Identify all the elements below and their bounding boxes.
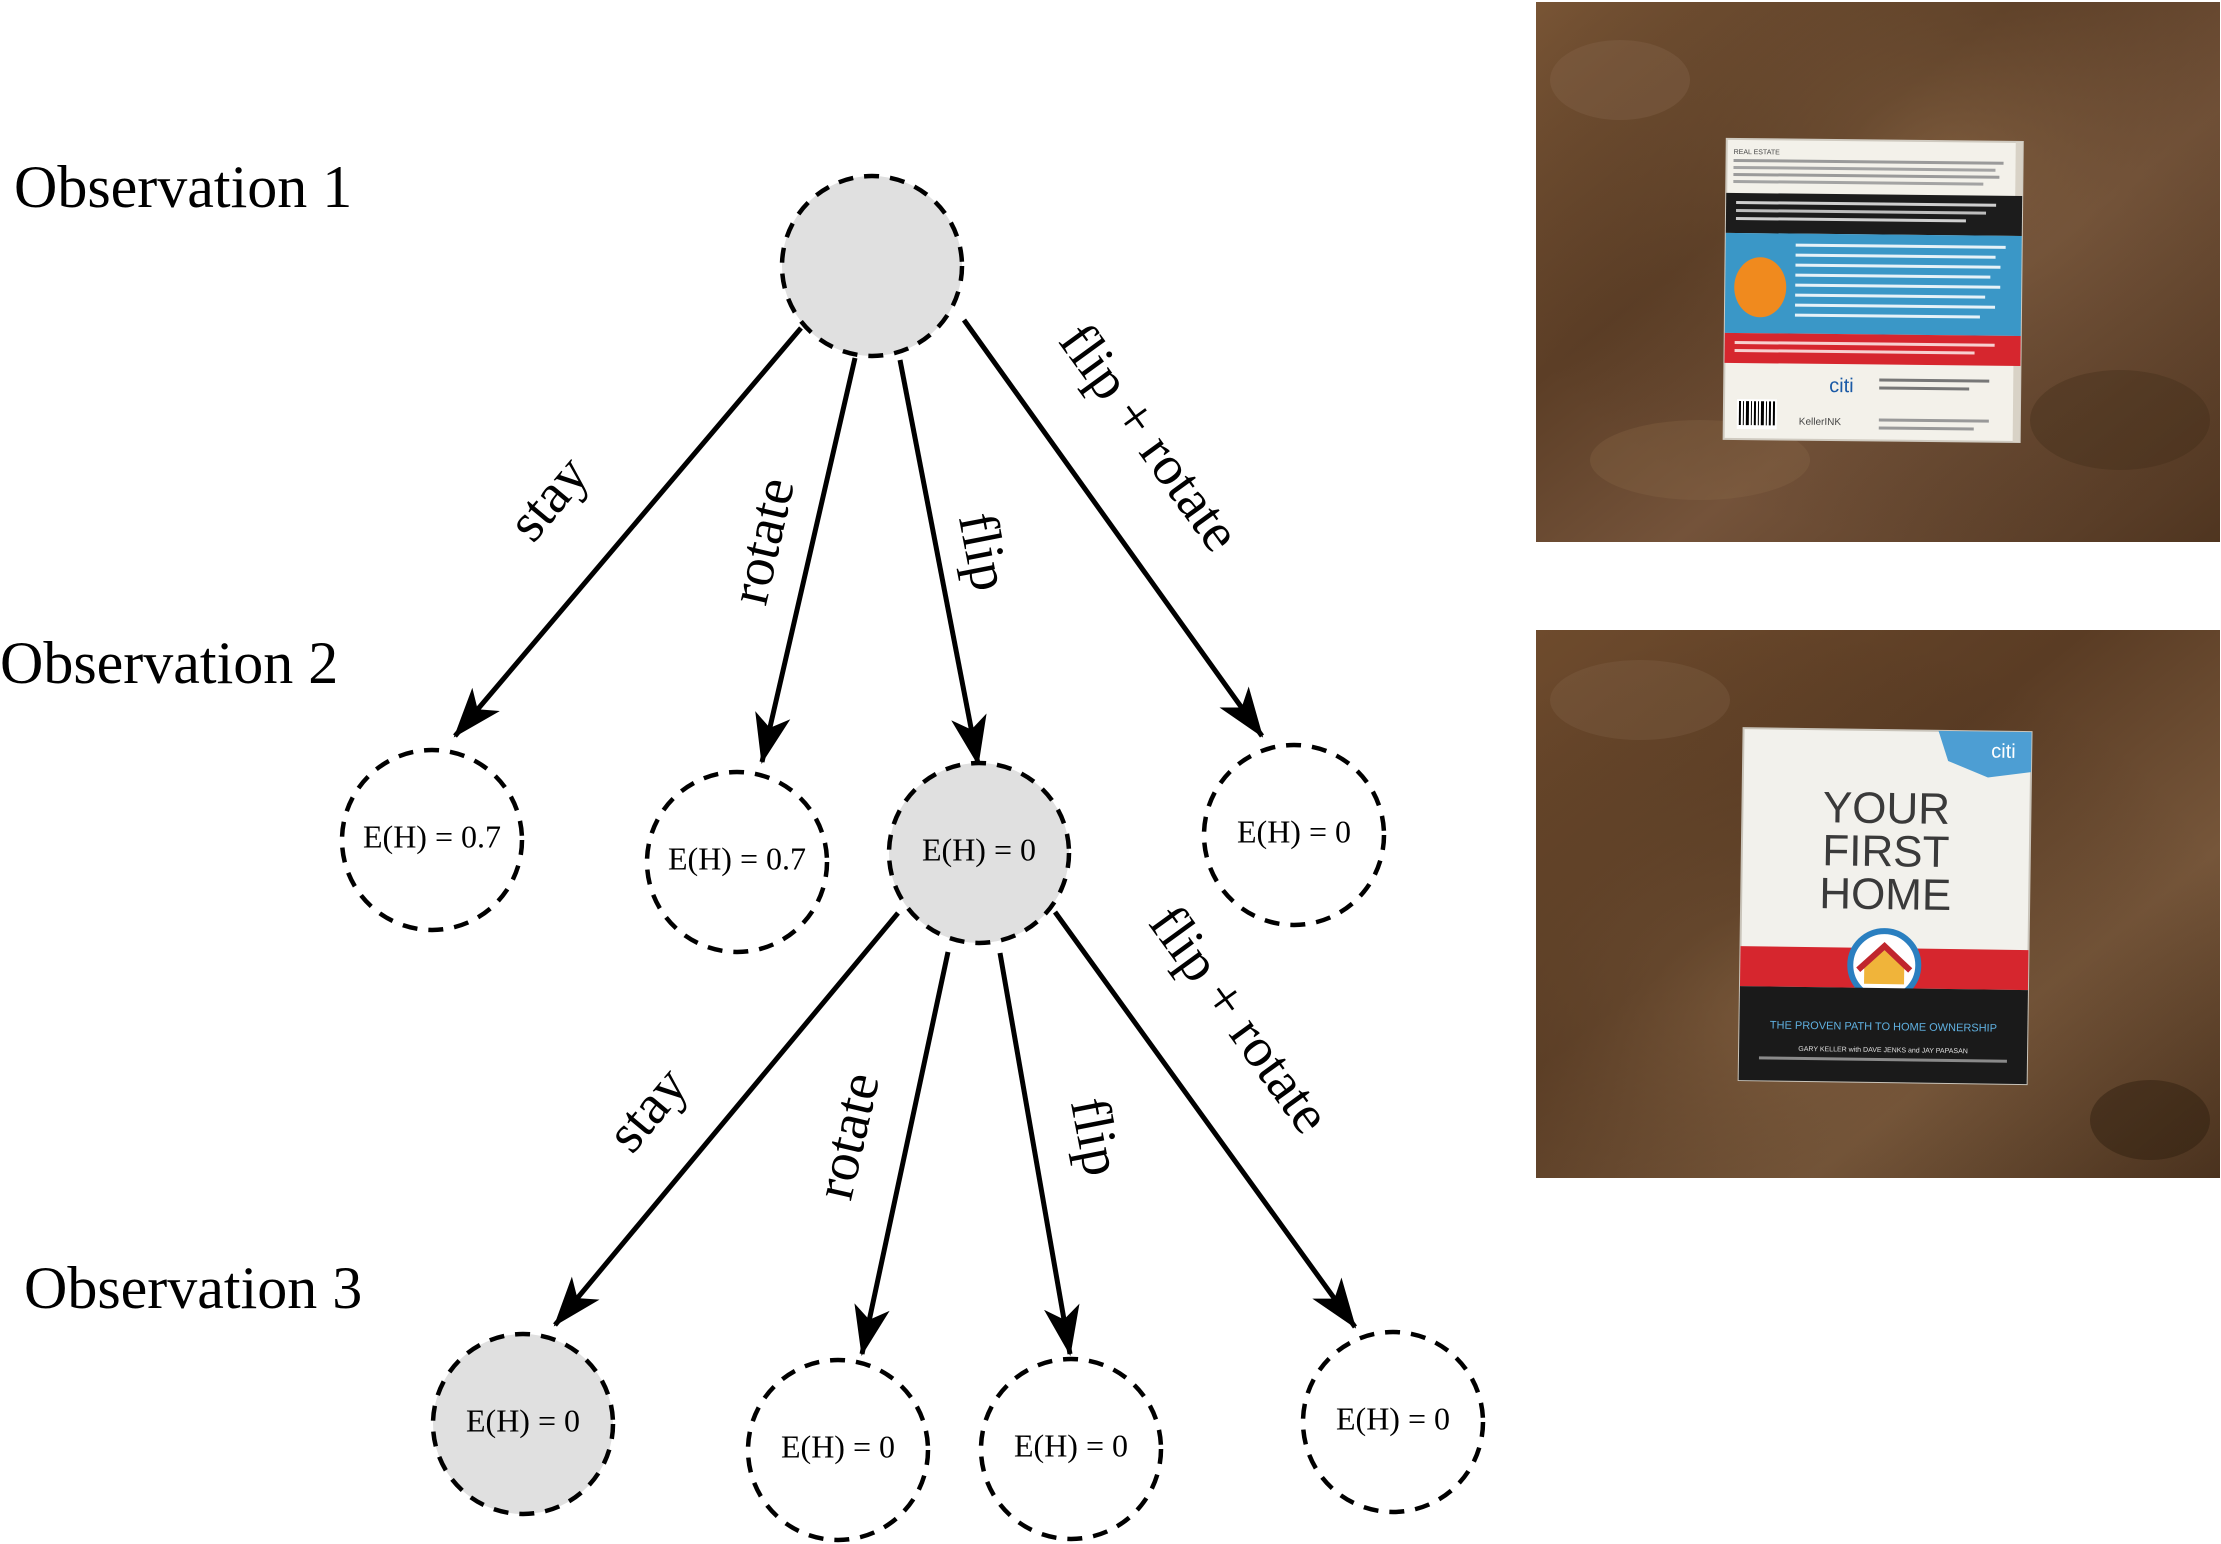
node-entropy-label: E(H) = 0	[781, 1428, 895, 1464]
edge-flip-stay	[553, 911, 900, 1327]
tree-node-l3-flip-rotate	[1300, 1329, 1486, 1515]
edge-label-rotate: rotate	[803, 1067, 892, 1205]
edge-label-stay: stay	[495, 444, 600, 553]
front-cover-title-line: FIRST	[1822, 826, 1950, 877]
tree-node-l2-flip-rotate	[1201, 742, 1387, 928]
front-cover-title-line: YOUR	[1823, 783, 1951, 834]
edge-label-stay: stay	[594, 1055, 699, 1164]
edge-flip-flip-rotate	[1052, 910, 1358, 1329]
back-cover-publisher: KellerINK	[1799, 417, 1842, 428]
level-label-observation-1: Observation 1	[14, 154, 352, 220]
tree-node-l2-stay	[339, 747, 525, 933]
back-cover-section-label: REAL ESTATE	[1734, 149, 1781, 156]
edge-root-flip	[897, 359, 987, 766]
edge-flip-rotate	[854, 951, 951, 1356]
front-cover-brand: citi	[1991, 741, 2016, 763]
barcode-icon	[1736, 399, 1778, 430]
edge-flip-flip	[997, 952, 1080, 1356]
node-entropy-label: E(H) = 0	[466, 1402, 580, 1438]
edge-label-flip: flip	[946, 507, 1022, 595]
node-entropy-label: E(H) = 0.7	[363, 818, 501, 854]
front-cover-authors: GARY KELLER with DAVE JENKS and JAY PAPA…	[1798, 1046, 1968, 1055]
edge-label-flip-rotate: flip + rotate	[1137, 894, 1343, 1145]
node-entropy-label: E(H) = 0	[922, 831, 1036, 867]
tree-node-root	[779, 173, 965, 359]
edge-label-flip: flip	[1058, 1092, 1134, 1180]
front-cover-title-line: HOME	[1819, 869, 1952, 920]
edge-label-flip-rotate: flip + rotate	[1047, 312, 1253, 563]
tree-node-l2-rotate	[644, 769, 830, 955]
back-cover-brand: citi	[1829, 375, 1854, 397]
tree-node-l3-flip	[978, 1356, 1164, 1542]
tree-node-l3-stay	[430, 1331, 616, 1517]
edge-root-flip-rotate	[961, 318, 1265, 738]
book-back-cover-photo: REAL ESTATE	[1536, 2, 2220, 542]
edge-root-rotate	[755, 357, 858, 764]
level-label-observation-3: Observation 3	[24, 1255, 362, 1321]
book-front-cover-photo: citi YOUR FIRST HOME THE PROVEN PATH TO …	[1536, 630, 2220, 1178]
edge-root-stay	[453, 326, 803, 738]
node-entropy-label: E(H) = 0	[1336, 1400, 1450, 1436]
tree-node-l2-flip	[886, 760, 1072, 946]
tree-node-l3-rotate	[745, 1357, 931, 1543]
node-entropy-label: E(H) = 0	[1237, 813, 1351, 849]
level-label-observation-2: Observation 2	[0, 630, 338, 696]
edge-label-rotate: rotate	[718, 472, 807, 610]
node-entropy-label: E(H) = 0.7	[668, 840, 806, 876]
node-entropy-label: E(H) = 0	[1014, 1427, 1128, 1463]
front-cover-subtitle: THE PROVEN PATH TO HOME OWNERSHIP	[1770, 1019, 1997, 1034]
house-icon	[1847, 928, 1922, 1003]
